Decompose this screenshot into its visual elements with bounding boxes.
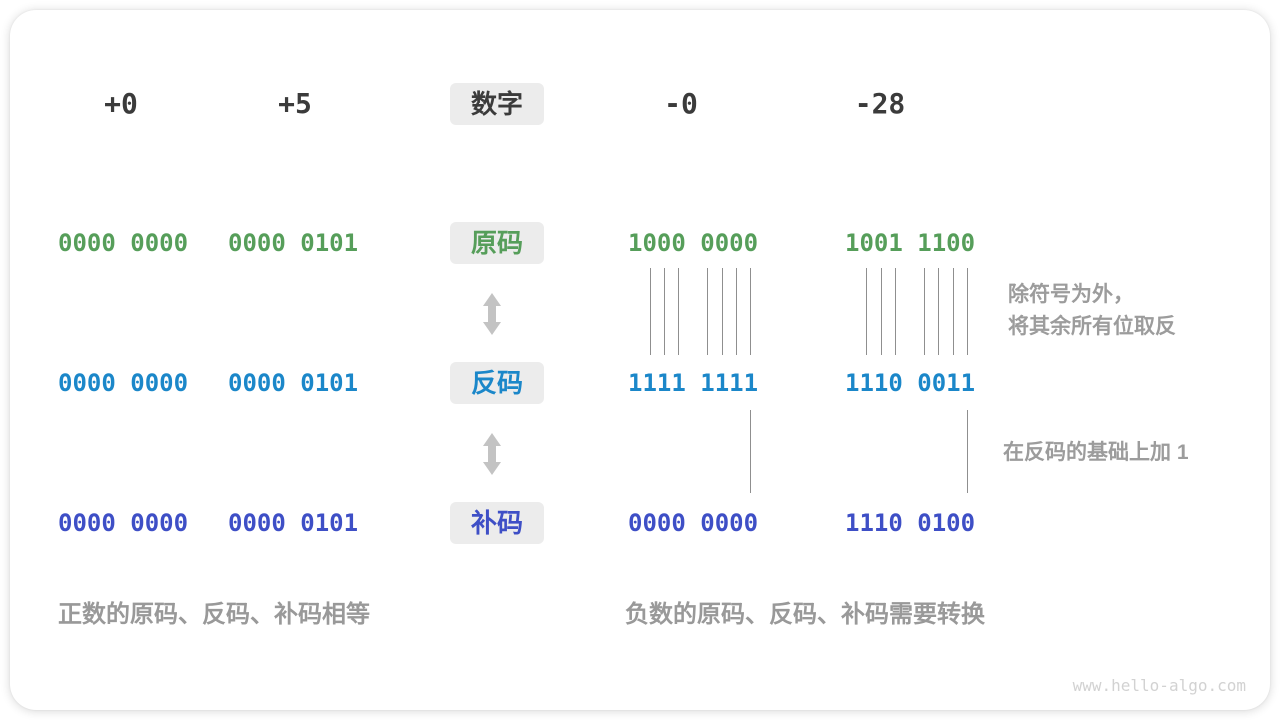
bit-invert-line [881,268,882,355]
caption-positive: 正数的原码、反码、补码相等 [58,601,370,628]
binary-value: 1001 1100 [845,229,976,257]
bit-invert-line [678,268,679,355]
caption-negative: 负数的原码、反码、补码需要转换 [625,601,985,628]
bit-invert-line [736,268,737,355]
invert-annotation-line1: 除符号为外， [1008,283,1134,306]
bit-invert-line [750,268,751,355]
bit-invert-line [722,268,723,355]
up-down-arrow-icon [483,293,501,335]
bit-invert-line [707,268,708,355]
binary-value: 0000 0000 [58,229,189,257]
binary-value: 0000 0000 [58,369,189,397]
binary-value: 1000 0000 [628,229,759,257]
invert-annotation-line2: 将其余所有位取反 [1008,315,1176,338]
invert-annotation: 除符号为外， 将其余所有位取反 [1008,279,1176,343]
bit-invert-line [664,268,665,355]
binary-value: 1110 0011 [845,369,976,397]
header-plus-zero: +0 [104,87,138,120]
binary-value: 0000 0000 [628,509,759,537]
add-one-line [967,410,968,493]
watermark: www.hello-algo.com [1072,676,1246,695]
bit-invert-line [967,268,968,355]
binary-value: 0000 0000 [58,509,189,537]
binary-value: 0000 0101 [228,229,359,257]
row-label-twos-complement: 补码 [449,502,545,544]
up-down-arrow-icon [483,433,501,475]
bit-invert-line [650,268,651,355]
header-minus-zero: -0 [664,87,698,120]
bit-invert-line [866,268,867,355]
binary-value: 1110 0100 [845,509,976,537]
header-title-chip: 数字 [449,83,545,125]
header-plus-five: +5 [278,87,312,120]
header-minus-twenty-eight: -28 [854,87,906,120]
bit-invert-line [953,268,954,355]
diagram-card [10,10,1270,710]
bit-invert-line [924,268,925,355]
bit-invert-line [938,268,939,355]
row-label-ones-complement: 反码 [449,362,545,404]
row-label-sign-magnitude: 原码 [449,222,545,264]
add-one-line [750,410,751,493]
binary-value: 0000 0101 [228,509,359,537]
bit-invert-line [895,268,896,355]
binary-value: 0000 0101 [228,369,359,397]
binary-value: 1111 1111 [628,369,759,397]
add-one-annotation: 在反码的基础上加 1 [1003,441,1189,464]
